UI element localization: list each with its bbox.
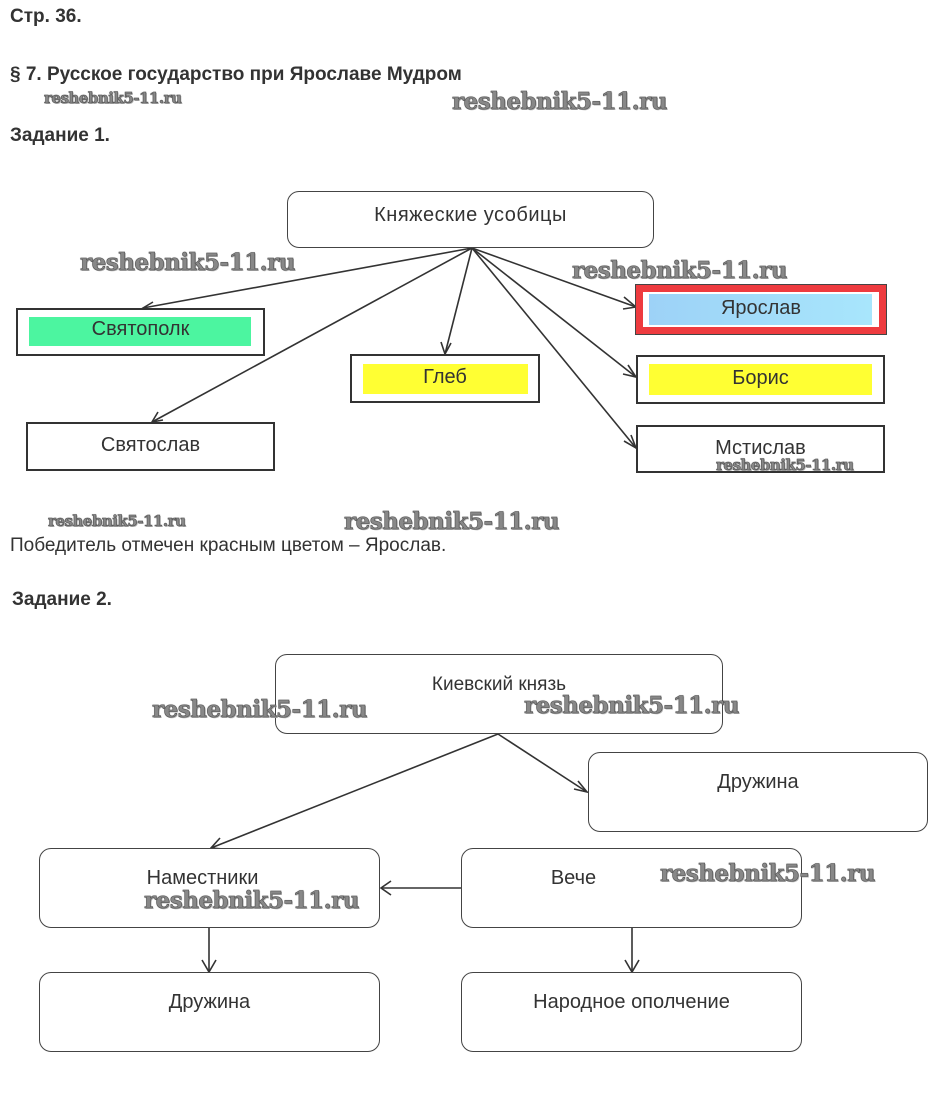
node-label: Княжеские усобицы: [374, 204, 567, 226]
node-label: Святополк: [91, 318, 190, 340]
arrow-to-druzhina-top: [497, 733, 590, 794]
node-yaroslav-winner: Ярослав: [635, 284, 887, 335]
node-label: Мстислав: [715, 437, 806, 459]
task2-title: Задание 2.: [12, 589, 112, 610]
watermark: reshebnik5-11.ru: [152, 696, 368, 724]
node-label: Глеб: [423, 366, 467, 388]
node-boris: Борис: [636, 355, 885, 404]
node-label: Святослав: [100, 434, 201, 456]
node-gleb: Глеб: [350, 354, 540, 403]
watermark: reshebnik5-11.ru: [344, 508, 560, 536]
watermark: reshebnik5-11.ru: [524, 692, 740, 720]
arrow-to-opolchenie: [624, 928, 640, 974]
node-svyatopolk: Святополк: [16, 308, 265, 356]
node-label: Дружина: [717, 771, 799, 793]
node-label: Ярослав: [720, 297, 802, 319]
watermark: reshebnik5-11.ru: [452, 88, 668, 116]
highlight-yellow: [649, 364, 872, 395]
node-label: Наместники: [146, 867, 259, 889]
node-svyatoslav: Святослав: [26, 422, 275, 471]
watermark: reshebnik5-11.ru: [48, 512, 187, 531]
highlight-blue: [649, 294, 872, 325]
page-reference: Стр. 36.: [10, 6, 82, 27]
node-namestniki: Наместники: [39, 848, 380, 928]
node-narodnoe-opolchenie: Народное ополчение: [461, 972, 802, 1052]
watermark: reshebnik5-11.ru: [80, 249, 296, 277]
node-label: Вече: [550, 867, 597, 889]
watermark: reshebnik5-11.ru: [716, 456, 855, 475]
root-node-kievskiy-knyaz: Киевский князь: [275, 654, 723, 734]
highlight-green: [29, 317, 251, 346]
watermark: reshebnik5-11.ru: [144, 887, 360, 915]
watermark: reshebnik5-11.ru: [572, 257, 788, 285]
node-veche: Вече: [461, 848, 802, 928]
root-node-knyazheskie-usobitsy: Княжеские усобицы: [287, 191, 654, 248]
task1-conclusion: Победитель отмечен красным цветом – Ярос…: [10, 535, 447, 556]
watermark: reshebnik5-11.ru: [44, 89, 183, 108]
node-label: Киевский князь: [431, 674, 567, 695]
arrow-veche-to-namestniki: [379, 880, 461, 896]
section-title: § 7. Русское государство при Ярославе Му…: [10, 64, 462, 85]
arrow-to-namestniki: [209, 733, 499, 850]
highlight-yellow: [363, 364, 528, 394]
node-label: Народное ополчение: [533, 991, 730, 1013]
node-druzhina-bottom: Дружина: [39, 972, 380, 1052]
node-mstislav: Мстислав: [636, 425, 885, 473]
task1-title: Задание 1.: [10, 125, 110, 146]
node-druzhina-top: Дружина: [588, 752, 928, 832]
watermark: reshebnik5-11.ru: [660, 860, 876, 888]
node-label: Дружина: [168, 991, 251, 1013]
arrow-to-druzhina-bottom: [201, 928, 217, 974]
node-label: Борис: [732, 367, 789, 389]
